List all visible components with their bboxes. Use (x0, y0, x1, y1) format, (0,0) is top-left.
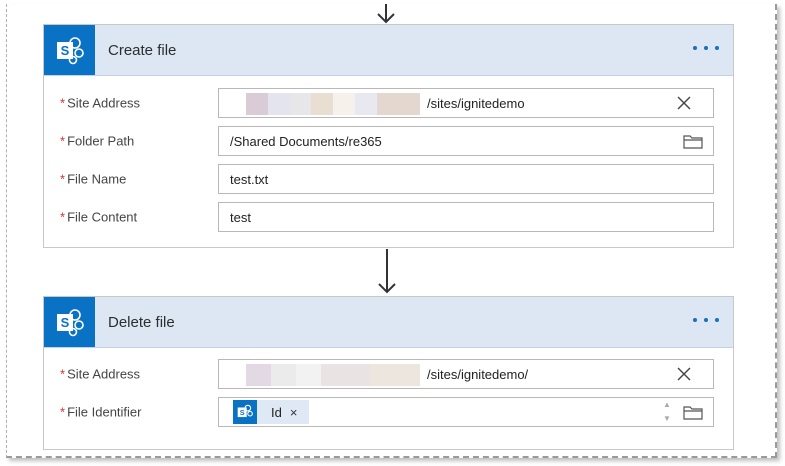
site-address-field[interactable]: /sites/ignitedemo/ (218, 359, 714, 389)
sharepoint-icon: S (233, 400, 257, 424)
arrow-down-icon (377, 4, 395, 24)
field-label: *File Name (60, 171, 127, 187)
svg-text:S: S (240, 408, 245, 417)
chevron-down-icon[interactable]: ▼ (663, 414, 671, 423)
scroll-spinner[interactable]: ▲ ▼ (661, 400, 673, 424)
chevron-up-icon[interactable]: ▲ (663, 400, 671, 409)
site-address-value: /sites/ignitedemo/ (427, 367, 529, 382)
svg-text:S: S (60, 43, 69, 58)
ellipsis-icon[interactable] (693, 43, 719, 53)
site-address-field[interactable]: /sites/ignitedemo (218, 88, 714, 118)
folder-icon[interactable] (683, 405, 703, 420)
card-header[interactable]: S Create file (44, 25, 733, 76)
site-address-row: *Site Address /sites/ignitedemo (44, 84, 733, 122)
dynamic-content-token[interactable]: S Id × (233, 400, 310, 424)
field-label: *File Content (60, 209, 138, 225)
field-label: *Site Address (60, 366, 141, 382)
sharepoint-icon: S (44, 25, 95, 75)
card-header[interactable]: S Delete file (44, 297, 733, 348)
file-content-value: test (230, 210, 251, 225)
file-identifier-field[interactable]: S Id × ▲ ▼ (218, 397, 714, 427)
delete-file-card: S Delete file *Site Address /sites/ignit… (43, 296, 734, 450)
site-address-value: /sites/ignitedemo (427, 96, 525, 111)
redacted-site-url (246, 364, 421, 386)
card-title: Delete file (108, 314, 175, 331)
arrow-down-icon (378, 249, 396, 294)
folder-path-row: *Folder Path /Shared Documents/re365 (44, 122, 733, 160)
file-content-field[interactable]: test (218, 202, 714, 232)
file-identifier-row: *File Identifier S Id × ▲ (44, 393, 733, 431)
site-address-row: *Site Address /sites/ignitedemo/ (44, 355, 733, 393)
redacted-site-url (246, 93, 420, 115)
field-label: *File Identifier (60, 404, 142, 420)
folder-path-value: /Shared Documents/re365 (230, 134, 382, 149)
file-content-row: *File Content test (44, 198, 733, 236)
ellipsis-icon[interactable] (693, 315, 719, 325)
close-icon[interactable] (677, 367, 691, 381)
remove-token-button[interactable]: × (289, 404, 298, 420)
token-label: Id (271, 404, 282, 420)
file-name-row: *File Name test.txt (44, 160, 733, 198)
folder-icon[interactable] (683, 134, 703, 149)
close-icon[interactable] (677, 96, 691, 110)
svg-text:S: S (60, 315, 69, 330)
folder-path-field[interactable]: /Shared Documents/re365 (218, 126, 714, 156)
file-name-value: test.txt (230, 172, 269, 187)
card-title: Create file (108, 42, 177, 59)
sharepoint-icon: S (44, 297, 95, 347)
create-file-card: S Create file *Site Address /sites/ignit… (43, 24, 734, 248)
field-label: *Site Address (60, 95, 141, 111)
file-name-field[interactable]: test.txt (218, 164, 714, 194)
field-label: *Folder Path (60, 133, 135, 149)
